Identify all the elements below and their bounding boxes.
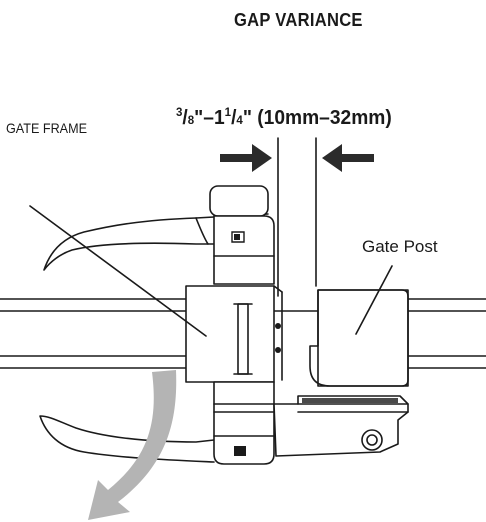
diagram-title: GAP VARIANCE: [234, 10, 363, 30]
gate-post-leader: [355, 265, 393, 335]
gap-metric-range: (10mm–32mm): [257, 107, 392, 129]
gap-separator: "–: [194, 107, 214, 129]
adjustment-knob: [361, 429, 383, 451]
gap-max-whole: 1: [213, 107, 225, 129]
screw-2: [275, 347, 281, 353]
gap-inch-mark: ": [242, 107, 252, 129]
left-arrow-icon: [220, 144, 272, 172]
post-clamp: [309, 289, 409, 387]
gate-frame-leader: [29, 205, 207, 337]
upper-latch-block: [213, 215, 275, 285]
gate-post-label: Gate Post: [362, 237, 438, 256]
bottom-handle: [39, 415, 215, 463]
top-handle: [43, 213, 269, 271]
gap-range-label: 3/8"–11/4" (10mm–32mm): [176, 105, 392, 129]
lower-tab-mark: [234, 446, 246, 456]
base-plate: [273, 395, 409, 457]
swing-arrow-icon: [88, 370, 177, 520]
top-knob-cap: [209, 185, 269, 217]
screw-1: [275, 323, 281, 329]
rail-bottom: [0, 355, 486, 369]
gap-max-numerator: 1: [224, 105, 232, 119]
right-arrow-icon: [322, 144, 374, 172]
frame-clamp: [185, 285, 275, 383]
lower-latch-block: [213, 381, 275, 465]
gap-min-denominator: 8: [187, 113, 195, 127]
serration-strip: [302, 398, 398, 403]
gap-max-denominator: 4: [236, 113, 243, 127]
gate-frame-label: GATE FRAME: [6, 120, 87, 136]
gap-min-numerator: 3: [176, 105, 183, 119]
